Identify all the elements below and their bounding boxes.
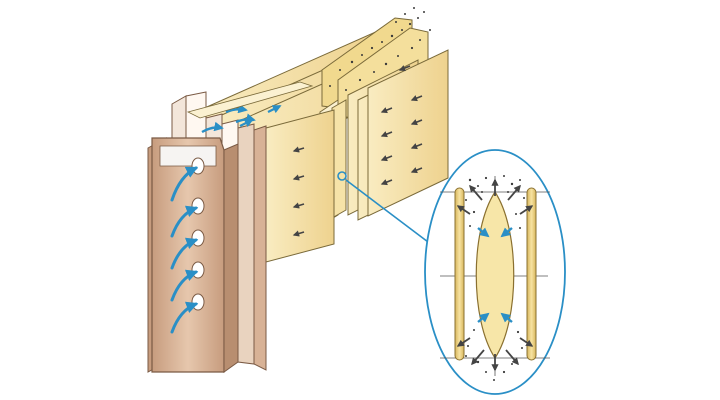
inlet-flow-arrows bbox=[170, 166, 199, 334]
callout-leader bbox=[337, 171, 438, 249]
right-envelope-stack bbox=[347, 49, 449, 221]
support-tubes bbox=[454, 187, 537, 361]
detail-flow-arrows bbox=[477, 227, 513, 323]
detail-outflow-arrows bbox=[456, 178, 534, 372]
dust-particles-detail bbox=[465, 175, 525, 381]
clean-air-arrows-front bbox=[292, 146, 305, 237]
front-envelope-panel bbox=[265, 109, 335, 263]
inlet-housing bbox=[147, 137, 239, 373]
upper-envelope-tops bbox=[186, 81, 314, 128]
detail-callout bbox=[424, 149, 566, 395]
clean-air-arrows-right bbox=[380, 65, 423, 186]
